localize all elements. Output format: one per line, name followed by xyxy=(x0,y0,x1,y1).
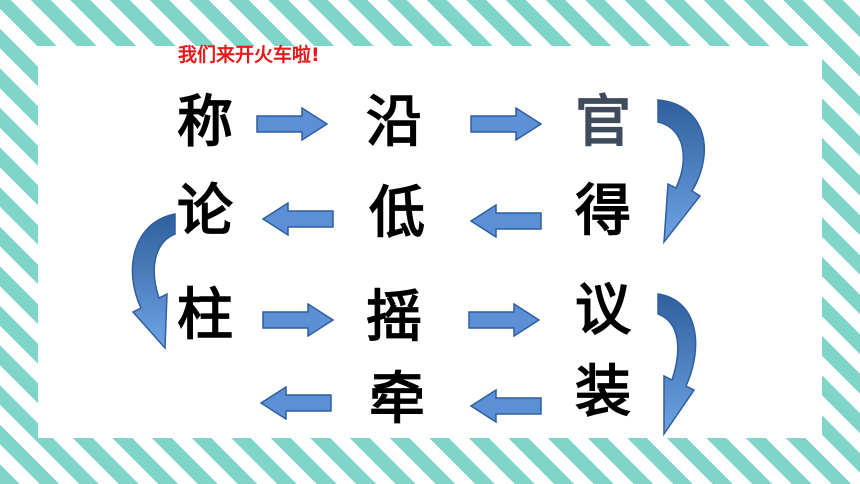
curved-arrow-down-left-icon xyxy=(657,293,697,437)
arrow-left-icon xyxy=(470,204,542,238)
char-zhu: 柱 xyxy=(177,283,233,348)
char-qian: 牵 xyxy=(369,367,425,432)
char-yao: 摇 xyxy=(366,285,422,350)
slide-title: 我们来开火车啦! xyxy=(178,44,320,66)
char-yi: 议 xyxy=(575,278,631,343)
char-de: 得 xyxy=(575,179,631,244)
char-guan: 官 xyxy=(575,90,631,155)
arrow-left-icon xyxy=(262,202,334,236)
arrow-left-icon xyxy=(260,386,332,420)
arrow-right-icon xyxy=(470,107,542,141)
curved-arrow-down-right-icon xyxy=(131,213,176,350)
arrow-right-icon xyxy=(256,107,328,141)
char-di: 低 xyxy=(369,181,425,246)
char-yan: 沿 xyxy=(366,90,422,155)
arrow-right-icon xyxy=(262,303,334,337)
arrow-left-icon xyxy=(470,389,542,423)
curved-arrow-down-left-icon xyxy=(657,99,706,245)
char-lun: 论 xyxy=(177,179,233,244)
arrow-right-icon xyxy=(468,303,540,337)
char-zhuang: 装 xyxy=(575,360,631,425)
char-cheng: 称 xyxy=(177,90,233,155)
